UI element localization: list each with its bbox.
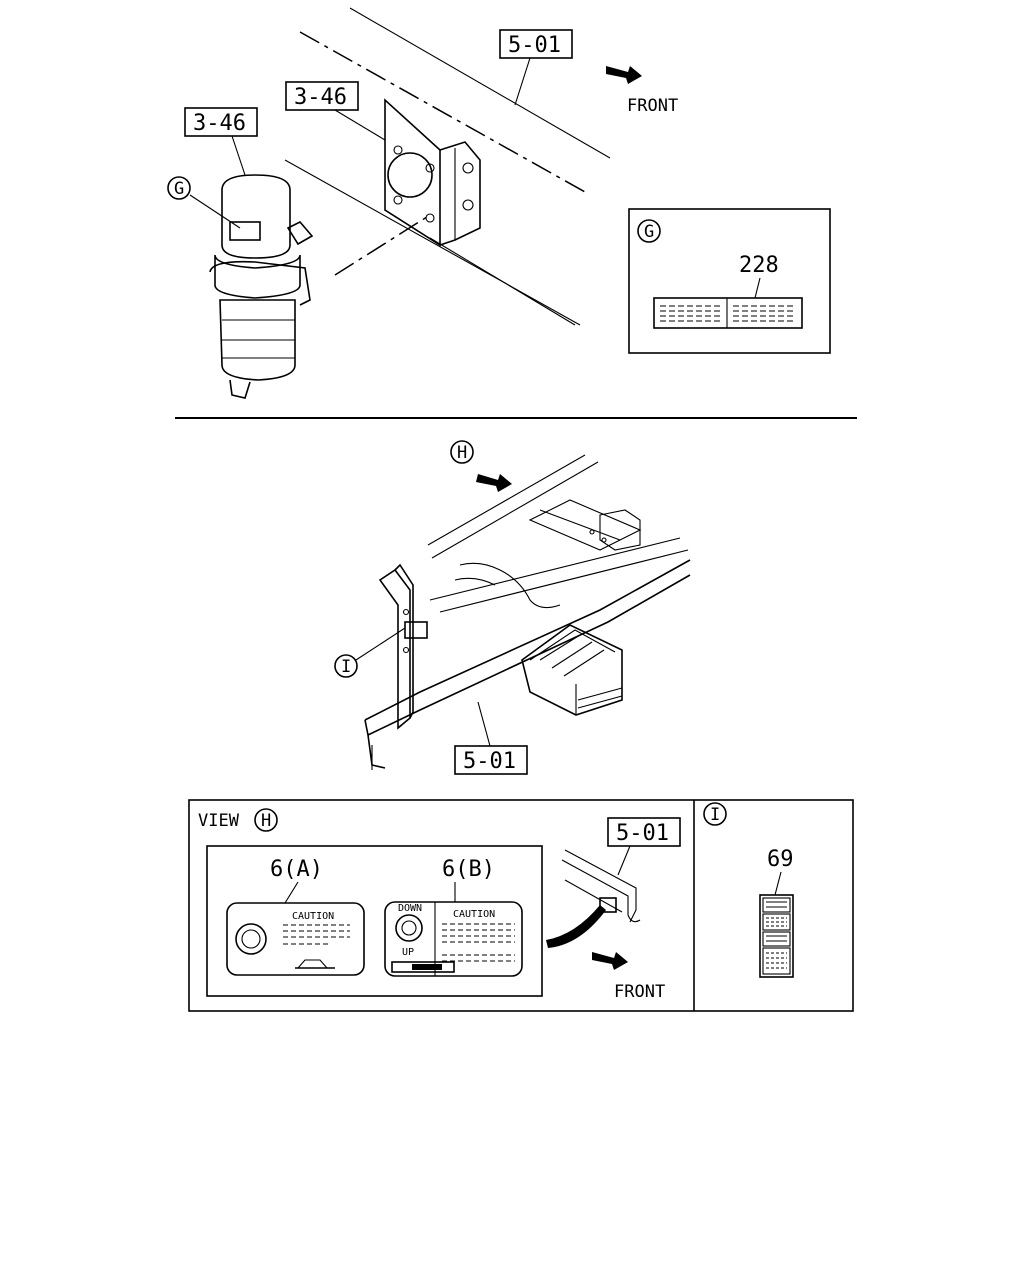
ref-frame-label-mid: 5-01 (463, 749, 516, 774)
view-h-marker: H (261, 811, 271, 831)
label-6b: 6(B) (442, 857, 495, 882)
marker-i-circle (334, 654, 358, 678)
front-arrow-icon (606, 66, 642, 84)
view-h-title: VIEW (198, 811, 240, 831)
ref-bracket-box (285, 81, 359, 111)
decal-6b: DOWN UP CAUTION (384, 901, 523, 977)
ref-dryer-box (184, 107, 258, 137)
decal-6a-caution: CAUTION (292, 911, 334, 922)
marker-g-circle (167, 176, 191, 200)
detail-g-marker: G (644, 222, 654, 242)
marker-i-label: I (341, 657, 351, 677)
ref-frame-label-view: 5-01 (616, 821, 669, 846)
top-section: 5-01 FRONT 3-46 3-46 G G 228 (167, 7, 831, 399)
front-label-top: FRONT (627, 96, 678, 116)
label-decal-228 (653, 297, 803, 329)
decal-6b-down: DOWN (398, 903, 422, 914)
decal-228-text-lines (660, 305, 796, 322)
view-h-panel: VIEW H 6(A) 6(B) CAUTION DOWN (188, 799, 854, 1012)
view-arrow-icon (476, 474, 512, 492)
marker-g-label: G (174, 179, 184, 199)
air-dryer-illustration (209, 174, 314, 399)
view-i-marker: I (710, 805, 720, 825)
ref-bracket-label: 3-46 (294, 85, 347, 110)
chassis-frame-illustration (364, 454, 691, 770)
vertical-bracket-illustration (378, 563, 428, 730)
marker-h-label: H (457, 443, 467, 463)
ref-frame-box-mid (454, 745, 528, 775)
ref-frame-label: 5-01 (508, 33, 561, 58)
front-label-view: FRONT (614, 982, 665, 1002)
decal-6a: CAUTION (226, 902, 365, 976)
view-i-part-no: 69 (767, 847, 794, 872)
detail-g-panel: G 228 (628, 208, 831, 354)
front-arrow-icon-view (592, 952, 628, 970)
detail-g-part-no: 228 (739, 253, 779, 278)
decal-6b-up: UP (402, 947, 414, 958)
ref-frame-box (499, 29, 573, 59)
bracket-illustration (384, 98, 481, 247)
battery-box-illustration (521, 624, 623, 716)
decal-6b-caution: CAUTION (453, 909, 495, 920)
curved-arrow-icon (546, 905, 606, 948)
decal-group-box (206, 845, 543, 997)
label-6a: 6(A) (270, 857, 323, 882)
marker-h-circle (450, 440, 474, 464)
view-i-panel: I 69 (703, 802, 794, 978)
label-decal-69 (759, 894, 794, 978)
ref-frame-box-view (607, 817, 681, 847)
ref-dryer-label: 3-46 (193, 111, 246, 136)
middle-section: H (334, 440, 691, 775)
